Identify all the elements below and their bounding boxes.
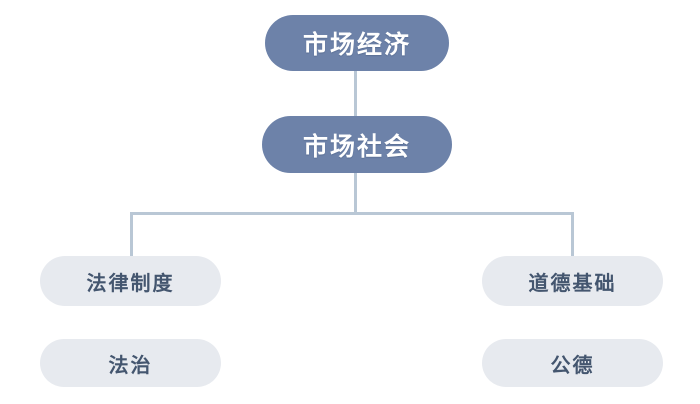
node-legal-system-label: 法律制度 [86,272,175,295]
connector-society-stem [354,171,357,215]
connector-economy-to-society [354,69,357,118]
node-market-society[interactable]: 市场社会 [262,116,452,173]
node-moral-foundation-label: 道德基础 [528,272,617,295]
node-public-morality[interactable]: 公德 [482,339,663,387]
node-rule-of-law-label: 法治 [108,354,153,377]
connector-branch-left-drop [130,212,133,258]
connector-branch-right-drop [571,212,574,258]
node-rule-of-law[interactable]: 法治 [40,339,221,387]
connector-branch-horizontal [130,212,574,215]
node-market-society-label: 市场社会 [302,132,411,161]
node-public-morality-label: 公德 [550,354,595,377]
node-moral-foundation[interactable]: 道德基础 [482,256,663,306]
node-market-economy-label: 市场经济 [302,31,411,59]
node-legal-system[interactable]: 法律制度 [40,256,221,306]
node-market-economy[interactable]: 市场经济 [265,15,449,71]
